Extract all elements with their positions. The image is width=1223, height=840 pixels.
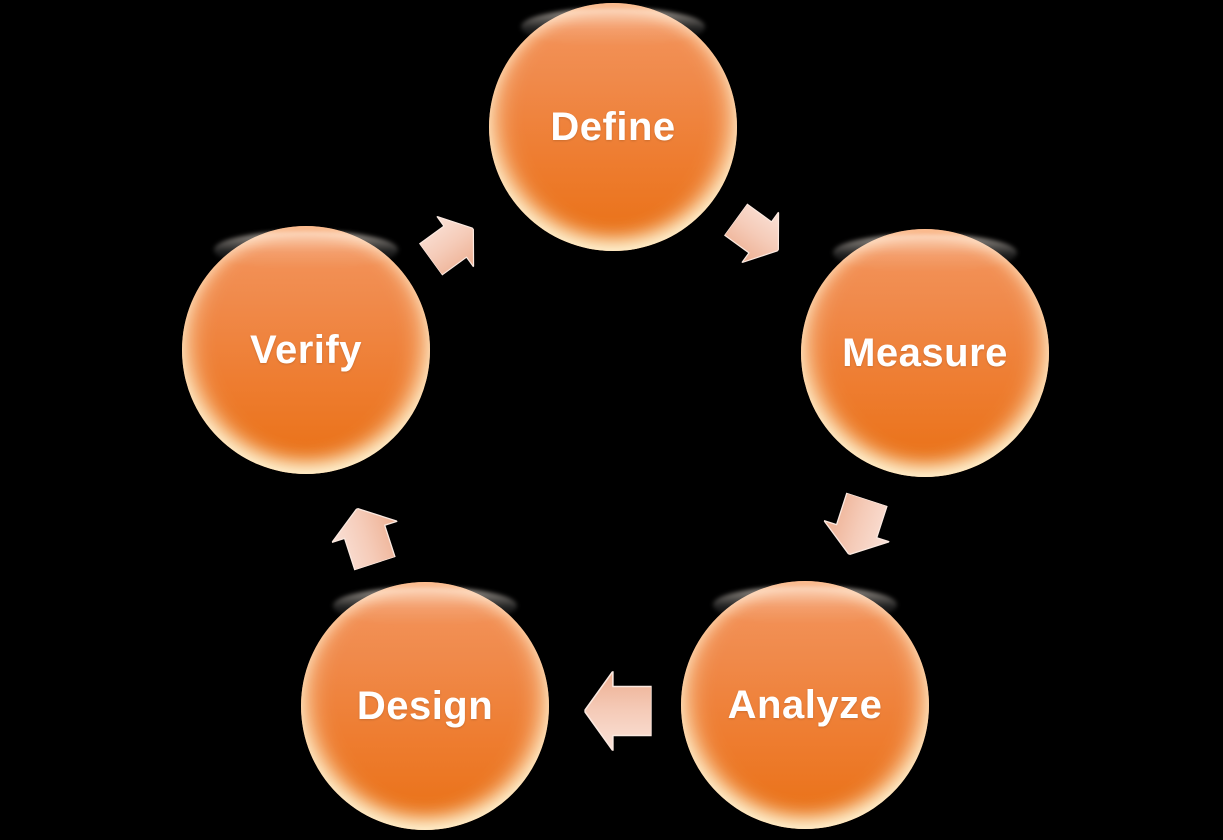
node-measure-label: Measure [842,330,1008,375]
arrow-analyze-to-design-icon [584,671,652,751]
node-analyze: Analyze [681,581,929,829]
arrow-verify-to-define-icon [412,203,491,285]
node-design-label: Design [356,683,494,728]
arrow-design-to-verify-icon [324,498,407,574]
node-define: Define [489,3,737,251]
arrow-define-to-measure-icon [717,194,796,276]
node-verify: Verify [182,226,430,474]
node-analyze-label: Analyze [727,682,883,727]
arrow-measure-to-analyze-icon [816,489,899,565]
node-design: Design [301,582,549,830]
node-verify-label: Verify [250,327,362,372]
node-measure: Measure [801,229,1049,477]
node-define-label: Define [550,104,676,149]
